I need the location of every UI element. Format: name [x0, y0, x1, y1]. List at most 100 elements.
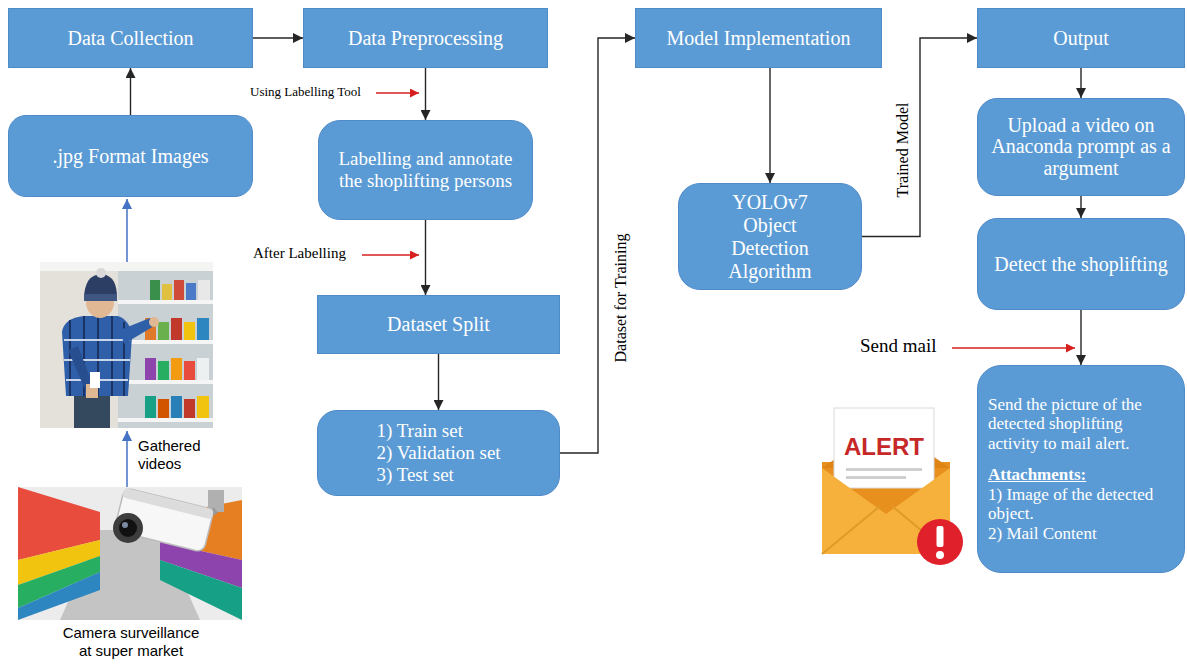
camera-photo-part — [208, 490, 224, 512]
edge-label: Dataset for Training — [612, 234, 630, 363]
connector-arrow — [425, 220, 426, 295]
shopper-photo-part — [158, 322, 169, 340]
flow-pointer — [126, 431, 128, 487]
shopper-photo-part — [118, 271, 213, 428]
shopper-photo-part — [197, 318, 209, 340]
camera-photo-part — [122, 522, 128, 528]
process-box: YOLOv7 Object Detection Algorithm — [678, 183, 862, 290]
text-group: .jpg Format Images — [52, 145, 208, 168]
box-text: Dataset Split — [387, 313, 490, 336]
alert-envelope-part — [846, 476, 906, 479]
alert-envelope-part — [917, 519, 963, 565]
connector-arrow — [425, 68, 426, 120]
shopper-photo-part — [145, 358, 156, 380]
shopper-photo-part — [184, 399, 195, 418]
box-text: Data Collection — [67, 27, 193, 50]
text-group: Output — [1053, 27, 1109, 50]
alert-envelope-part — [834, 408, 934, 488]
process-box: Send the picture of the detected shoplif… — [977, 365, 1185, 573]
shopper-photo-part — [118, 418, 213, 422]
text-group: YOLOv7 Object Detection Algorithm — [714, 191, 826, 283]
process-box: Detect the shoplifting — [977, 218, 1185, 310]
camera-photo-part — [18, 572, 100, 620]
shopper-photo — [40, 262, 213, 428]
alert-text: ALERT — [834, 433, 934, 462]
connector-arrow — [1080, 68, 1081, 98]
process-box: Dataset Split — [317, 295, 560, 354]
connector-arrow — [1080, 310, 1081, 365]
leader-arrow — [952, 347, 1075, 349]
shopper-photo-part — [118, 300, 213, 304]
connector-arrow — [560, 38, 635, 453]
text-group: Model Implementation — [667, 27, 851, 50]
connector-arrow — [253, 37, 303, 38]
text-group: Dataset Split — [387, 313, 490, 336]
shopper-photo-part — [197, 396, 209, 418]
alert-envelope — [822, 408, 963, 565]
edge-label: After Labelling — [253, 245, 346, 262]
box-text: .jpg Format Images — [52, 145, 208, 168]
text-group: Data Preprocessing — [348, 27, 503, 50]
shopper-photo-part — [96, 268, 106, 278]
process-box: 1) Train set2) Validation set3) Test set — [317, 410, 560, 496]
shopper-photo-part — [40, 262, 213, 271]
shopper-photo-part — [145, 396, 156, 418]
shopper-photo-part — [62, 316, 132, 396]
shopper-photo-part — [120, 318, 154, 344]
text-group: Detect the shoplifting — [994, 253, 1167, 276]
shopper-photo-part — [171, 358, 182, 380]
shopper-photo-part — [184, 322, 195, 340]
edge-label: Trained Model — [894, 103, 912, 198]
box-text: Model Implementation — [667, 27, 851, 50]
shopper-photo-part — [158, 399, 169, 418]
text-group: Data Collection — [67, 27, 193, 50]
process-box: Output — [977, 8, 1185, 68]
box-text: YOLOv7 Object Detection Algorithm — [714, 191, 826, 283]
box-text: Upload a video on Anaconda prompt as a a… — [986, 115, 1176, 180]
shopper-photo-part — [198, 280, 210, 300]
box-text: Attachments: — [988, 465, 1174, 485]
flow-pointer — [126, 199, 128, 262]
connector-arrow — [130, 68, 131, 115]
shopper-photo-part — [90, 372, 100, 388]
leader-arrow — [362, 254, 419, 256]
alert-envelope-part — [846, 468, 922, 471]
connector-arrow — [769, 68, 770, 183]
box-text: 3) Test set — [376, 464, 500, 486]
box-text: Send the picture of the detected shoplif… — [988, 395, 1174, 454]
alert-envelope-part — [936, 551, 944, 559]
box-text: Labelling and annotate the shoplifting p… — [327, 148, 524, 192]
shopper-photo-part — [158, 361, 169, 380]
process-box: Data Preprocessing — [303, 8, 548, 68]
shopper-photo-part — [150, 280, 160, 300]
process-box: Data Collection — [8, 8, 253, 68]
shopper-photo-part — [118, 340, 213, 344]
text-group: Labelling and annotate the shoplifting p… — [327, 148, 524, 192]
shopper-photo-part — [149, 317, 159, 327]
process-box: Model Implementation — [635, 8, 882, 68]
caption-label: Gathered videos — [138, 437, 216, 473]
alert-envelope-part — [937, 526, 944, 547]
shopper-photo-part — [118, 380, 213, 384]
box-text: 1) Image of the detected object. — [988, 485, 1174, 524]
box-text: Detect the shoplifting — [994, 253, 1167, 276]
process-box: Labelling and annotate the shoplifting p… — [318, 120, 533, 220]
process-box: Upload a video on Anaconda prompt as a a… — [977, 98, 1185, 196]
shopper-photo-part — [174, 280, 184, 300]
edge-label: Using Labelling Tool — [250, 84, 361, 100]
shopper-photo-part — [197, 358, 209, 380]
shopper-photo-part — [84, 294, 117, 301]
text-group: 1) Train set2) Validation set3) Test set — [376, 420, 500, 486]
box-text: Output — [1053, 27, 1109, 50]
caption-label: Camera surveillance at super market — [55, 624, 207, 660]
process-box: .jpg Format Images — [8, 115, 253, 197]
box-text: 2) Validation set — [376, 442, 500, 464]
box-text: 1) Train set — [376, 420, 500, 442]
shopper-photo-part — [184, 361, 195, 380]
shopper-photo-part — [171, 396, 182, 418]
box-text: 2) Mail Content — [988, 524, 1174, 544]
camera-photo-part — [160, 560, 242, 620]
camera-photo — [18, 487, 242, 620]
camera-photo-part — [119, 519, 137, 537]
